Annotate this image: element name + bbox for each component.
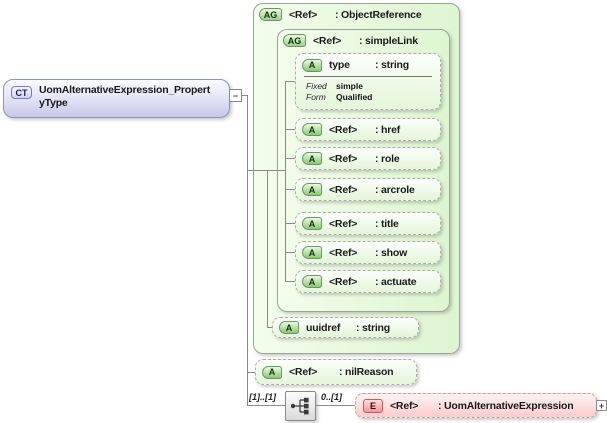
attribute-badge-icon: A [302, 275, 322, 288]
attribute-box-type[interactable]: A type : string Fixed simple Form Qualif… [295, 53, 441, 110]
connector-line [247, 372, 256, 373]
attribute-group-header-simplelink[interactable]: AG <Ref> : simpleLink [283, 33, 418, 48]
attribute-type: : string [356, 321, 390, 334]
cardinality-label-left: [1]..[1] [249, 392, 276, 402]
attribute-type: : actuate [375, 275, 417, 288]
facet-separator [304, 76, 432, 77]
attribute-group-type: : ObjectReference [335, 8, 422, 21]
attribute-group-ref: <Ref> [289, 8, 318, 21]
connector-line [285, 252, 295, 253]
attribute-badge-icon: A [302, 246, 322, 259]
collapse-toggle-button[interactable]: − [229, 89, 242, 102]
attribute-box-actuate[interactable]: A <Ref> : actuate [295, 270, 441, 293]
element-type: : UomAlternativeExpression [438, 399, 574, 412]
element-badge-icon: E [363, 398, 383, 413]
attribute-ref: <Ref> [329, 152, 358, 165]
complex-type-title: UomAlternativeExpression_Propert yType [39, 84, 210, 110]
attribute-box-uuidref[interactable]: A uuidref : string [272, 317, 419, 338]
attribute-box-title[interactable]: A <Ref> : title [295, 212, 441, 235]
attribute-group-badge-icon: AG [259, 8, 282, 21]
attribute-name: type [329, 59, 350, 71]
attribute-name: uuidref [306, 321, 341, 334]
attribute-type: : role [375, 152, 400, 165]
attribute-ref: <Ref> [329, 123, 358, 136]
attribute-row-type: A type : string [302, 54, 409, 76]
cardinality-label-right: 0..[1] [321, 392, 343, 402]
connector-line [314, 405, 355, 406]
attribute-group-type: : simpleLink [359, 34, 418, 47]
connector-line [285, 189, 295, 190]
connector-line [247, 405, 285, 406]
attribute-type: : nilReason [339, 366, 394, 378]
attribute-badge-icon: A [302, 123, 322, 136]
connector-line [285, 81, 295, 82]
connector-line [247, 170, 285, 171]
facet-row-fixed: Fixed simple [306, 81, 363, 91]
connector-line [247, 95, 248, 405]
expand-toggle-button[interactable]: + [596, 400, 607, 411]
attribute-box-nilreason[interactable]: A <Ref> : nilReason [255, 359, 417, 385]
attribute-badge-icon: A [279, 321, 299, 334]
connector-line [285, 223, 295, 224]
attribute-ref: <Ref> [329, 275, 358, 288]
connector-line [242, 95, 247, 96]
facet-label-form: Form [306, 92, 326, 102]
attribute-type: : show [375, 246, 408, 259]
connector-line [285, 129, 295, 130]
complex-type-badge-icon: CT [11, 86, 32, 99]
attribute-box-href[interactable]: A <Ref> : href [295, 118, 441, 141]
connector-line [267, 170, 268, 327]
attribute-badge-icon: A [302, 152, 322, 165]
connector-line [285, 81, 286, 281]
facet-label-fixed: Fixed [306, 81, 327, 91]
attribute-ref: <Ref> [329, 217, 358, 230]
attribute-ref: <Ref> [289, 366, 318, 378]
connector-line [267, 327, 273, 328]
attribute-type: : arcrole [375, 183, 415, 196]
element-ref: <Ref> [390, 399, 419, 412]
attribute-box-arcrole[interactable]: A <Ref> : arcrole [295, 178, 441, 201]
facet-row-form: Form Qualified [306, 92, 372, 102]
attribute-badge-icon: A [262, 365, 282, 379]
attribute-group-ref: <Ref> [313, 34, 342, 47]
facet-value-fixed: simple [336, 81, 363, 91]
attribute-badge-icon: A [302, 58, 322, 72]
attribute-ref: <Ref> [329, 246, 358, 259]
attribute-type: : href [375, 123, 401, 136]
element-box-uomalternativeexpression[interactable]: E <Ref> : UomAlternativeExpression [355, 393, 597, 418]
attribute-badge-icon: A [302, 217, 322, 230]
connector-line [285, 281, 295, 282]
complex-type-box[interactable]: CT UomAlternativeExpression_Propert yTyp… [3, 79, 230, 118]
attribute-box-show[interactable]: A <Ref> : show [295, 241, 441, 264]
attribute-group-badge-icon: AG [283, 34, 306, 47]
attribute-group-header-objectreference[interactable]: AG <Ref> : ObjectReference [259, 7, 422, 22]
complex-type-title-line1: UomAlternativeExpression_Propert [39, 84, 210, 96]
complex-type-title-line2: yType [39, 97, 68, 109]
attribute-badge-icon: A [302, 183, 322, 196]
attribute-box-role[interactable]: A <Ref> : role [295, 147, 441, 170]
sequence-glyph-icon [290, 397, 309, 415]
attribute-ref: <Ref> [329, 183, 358, 196]
sequence-compositor-icon[interactable] [285, 391, 316, 421]
facet-value-form: Qualified [336, 92, 373, 102]
attribute-type: : title [375, 217, 399, 230]
attribute-type: : string [375, 59, 409, 71]
connector-line [285, 158, 295, 159]
